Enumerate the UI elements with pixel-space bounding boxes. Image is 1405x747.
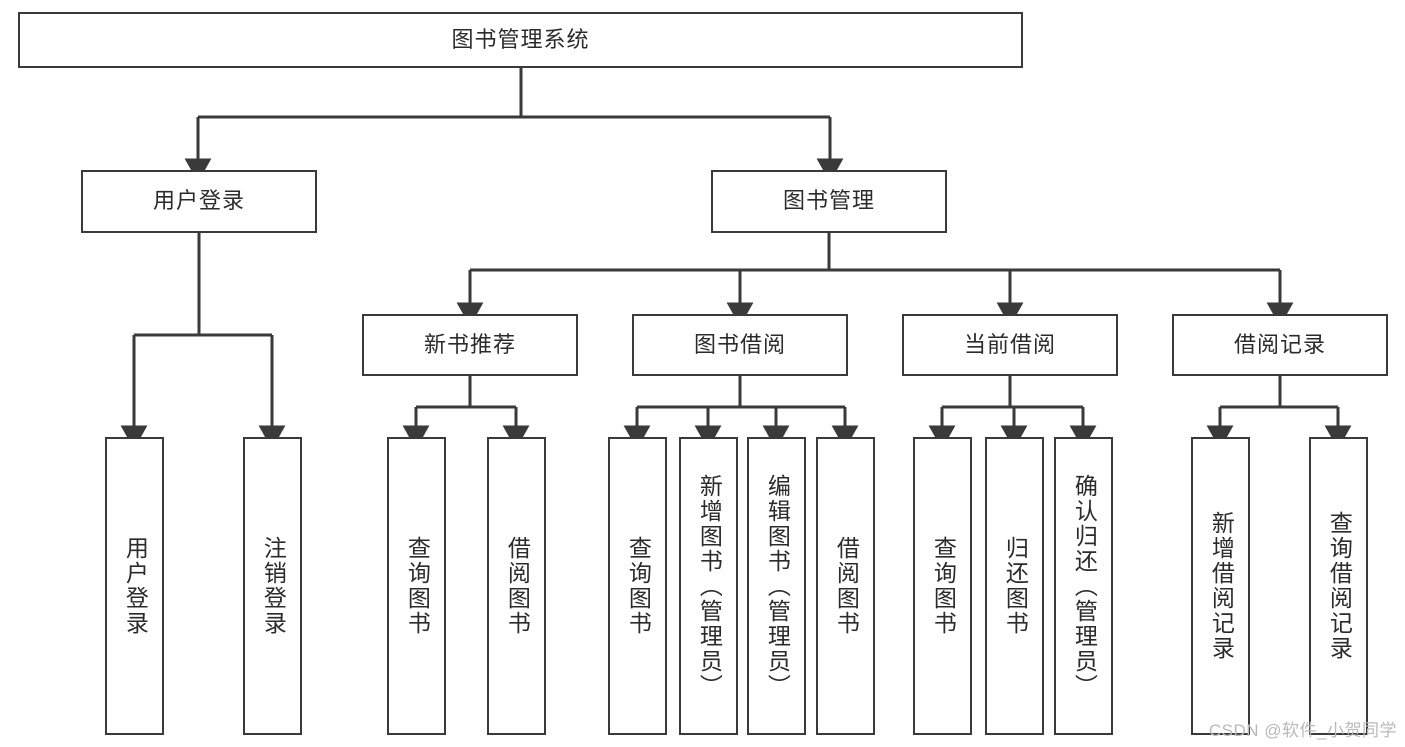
- node-new-book-recommend[interactable]: 新书推荐: [362, 314, 578, 376]
- node-leaf-query-record[interactable]: 查询借阅记录: [1309, 437, 1368, 735]
- node-leaf-add-book[interactable]: 新增图书（管理员）: [679, 437, 738, 735]
- node-borrow-record-label: 借阅记录: [1233, 331, 1326, 357]
- connector-group-book-management: [456, 233, 1294, 327]
- node-book-borrow[interactable]: 图书借阅: [632, 314, 848, 376]
- node-root[interactable]: 图书管理系统: [18, 12, 1023, 68]
- connector-group-book-borrow: [623, 376, 859, 450]
- node-leaf-query-book-3[interactable]: 查询图书: [913, 437, 972, 735]
- connector-group-borrow-record: [1206, 376, 1352, 450]
- node-leaf-query-book-2-label: 查询图书: [625, 536, 652, 636]
- node-leaf-borrow-book-1[interactable]: 借阅图书: [487, 437, 546, 735]
- node-book-management-label: 图书管理: [782, 188, 875, 214]
- node-leaf-user-login[interactable]: 用户登录: [105, 437, 164, 735]
- node-user-login-label: 用户登录: [152, 188, 245, 214]
- node-leaf-add-record-label: 新增借阅记录: [1208, 511, 1235, 661]
- node-new-book-recommend-label: 新书推荐: [423, 331, 516, 357]
- node-user-login[interactable]: 用户登录: [81, 170, 317, 233]
- node-leaf-confirm-return[interactable]: 确认归还（管理员）: [1054, 437, 1113, 735]
- node-leaf-user-login-label: 用户登录: [122, 536, 149, 636]
- node-leaf-borrow-book-2[interactable]: 借阅图书: [816, 437, 875, 735]
- connector-group-new-book-recommend: [402, 376, 530, 450]
- node-leaf-query-book-1[interactable]: 查询图书: [387, 437, 446, 735]
- node-current-borrow[interactable]: 当前借阅: [902, 314, 1118, 376]
- connector-group-root: [184, 68, 844, 183]
- node-leaf-query-book-2[interactable]: 查询图书: [608, 437, 667, 735]
- node-current-borrow-label: 当前借阅: [963, 331, 1056, 357]
- connector-group-current-borrow: [928, 376, 1097, 450]
- node-leaf-edit-book[interactable]: 编辑图书（管理员）: [747, 437, 806, 735]
- node-book-borrow-label: 图书借阅: [693, 331, 786, 357]
- node-borrow-record[interactable]: 借阅记录: [1172, 314, 1388, 376]
- node-book-management[interactable]: 图书管理: [711, 170, 947, 233]
- node-leaf-borrow-book-2-label: 借阅图书: [833, 536, 860, 636]
- node-leaf-edit-book-label: 编辑图书（管理员）: [764, 473, 791, 699]
- node-leaf-logout[interactable]: 注销登录: [243, 437, 302, 735]
- node-leaf-query-record-label: 查询借阅记录: [1326, 511, 1353, 661]
- node-leaf-query-book-1-label: 查询图书: [404, 536, 431, 636]
- node-leaf-add-book-label: 新增图书（管理员）: [696, 473, 723, 699]
- node-root-label: 图书管理系统: [451, 26, 590, 52]
- node-leaf-logout-label: 注销登录: [260, 536, 287, 636]
- node-leaf-return-book[interactable]: 归还图书: [985, 437, 1044, 735]
- node-leaf-borrow-book-1-label: 借阅图书: [504, 536, 531, 636]
- node-leaf-add-record[interactable]: 新增借阅记录: [1191, 437, 1250, 735]
- node-leaf-return-book-label: 归还图书: [1002, 536, 1029, 636]
- node-leaf-query-book-3-label: 查询图书: [930, 536, 957, 636]
- node-leaf-confirm-return-label: 确认归还（管理员）: [1071, 473, 1098, 699]
- connector-group-user-login: [120, 233, 286, 450]
